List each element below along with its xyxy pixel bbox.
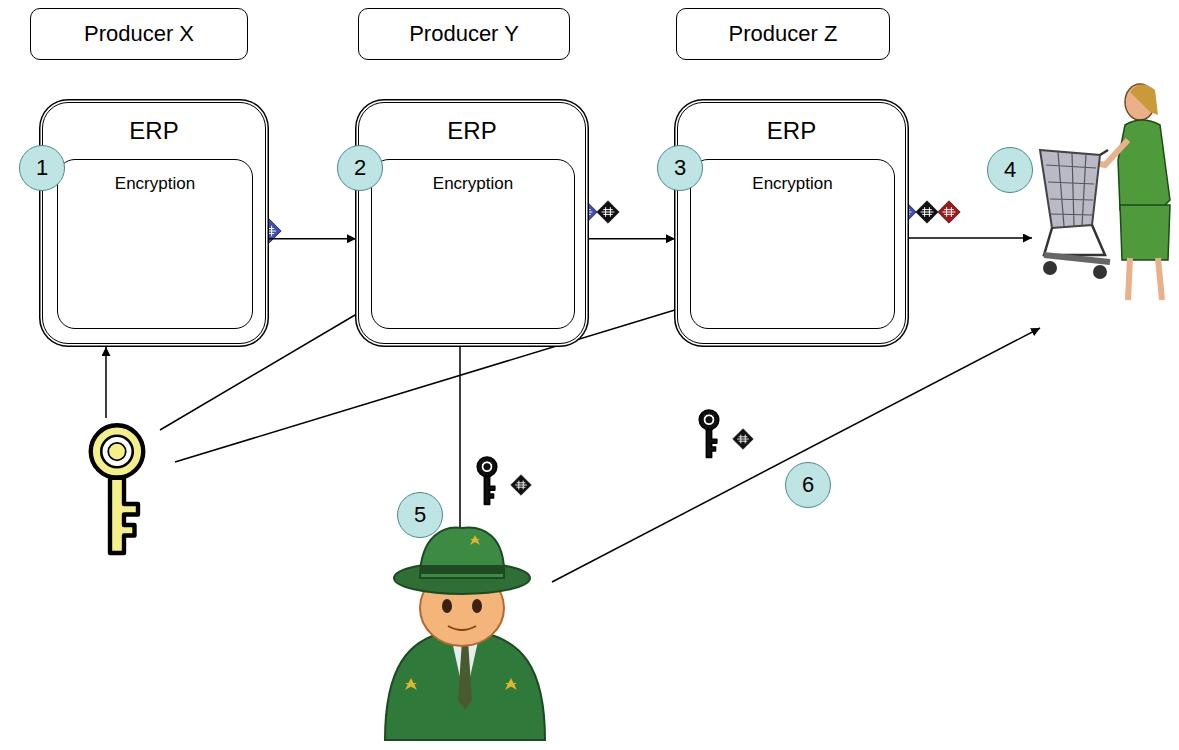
callout-number: 3: [657, 145, 703, 191]
inspector-figure: [385, 528, 545, 740]
callout-number: 4: [987, 147, 1033, 193]
flow-arrow: [268, 238, 356, 240]
callout-number: 2: [337, 145, 383, 191]
encryption-box: Encryption: [690, 159, 895, 329]
node-text: Encryption: [58, 174, 252, 194]
node-text: ERP: [359, 117, 585, 145]
callout-number: 1: [19, 145, 65, 191]
erp-box: ERP Encryption: [42, 102, 266, 344]
node-text: Producer Z: [729, 21, 838, 47]
node-text: ERP: [43, 117, 265, 145]
callout-number: 6: [785, 462, 831, 508]
shopper-figure: [1040, 84, 1170, 300]
producer-box: Producer X: [30, 8, 248, 60]
erp-box: ERP Encryption: [677, 102, 906, 344]
producer-box: Producer Y: [358, 8, 570, 60]
node-text: Producer Y: [409, 21, 519, 47]
producer-box: Producer Z: [676, 8, 890, 60]
node-text: Encryption: [691, 174, 894, 194]
encryption-box: Encryption: [371, 159, 575, 329]
node-text: ERP: [678, 117, 905, 145]
node-text: Producer X: [84, 21, 194, 47]
callout-number: 5: [397, 492, 443, 538]
encryption-box: Encryption: [57, 159, 253, 329]
flow-arrow: [588, 238, 675, 240]
erp-box: ERP Encryption: [358, 102, 586, 344]
node-text: Encryption: [372, 174, 574, 194]
